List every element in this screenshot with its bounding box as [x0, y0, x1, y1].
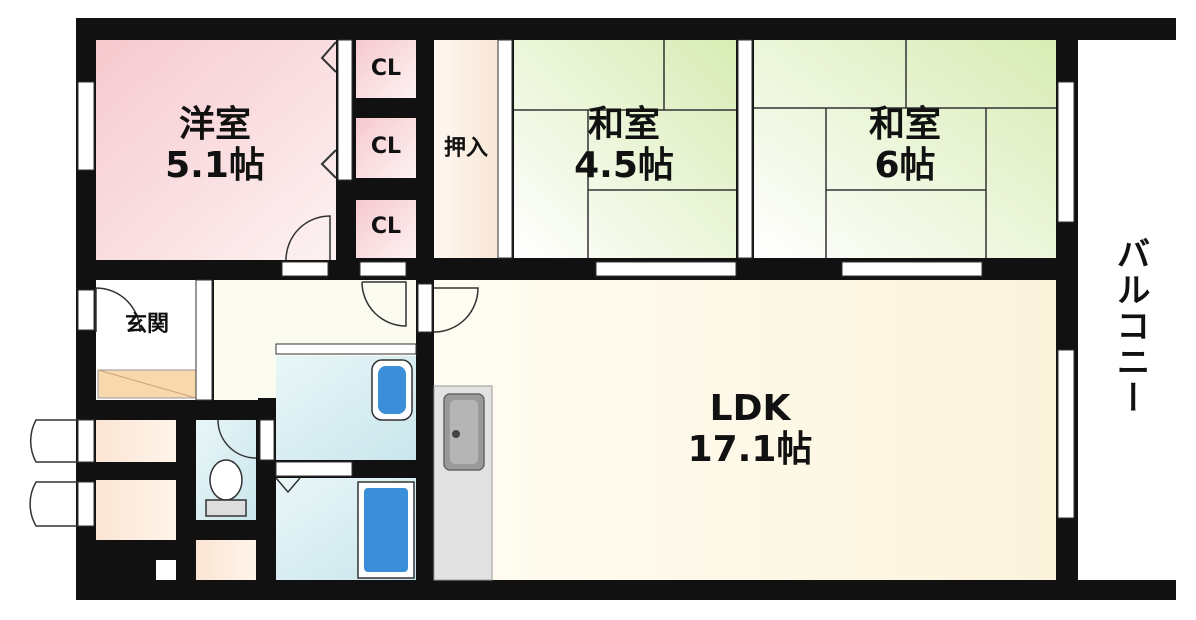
hallway-floor	[214, 398, 258, 400]
washbasin-bowl	[378, 366, 406, 414]
door-swings	[29, 215, 479, 527]
closet-1	[356, 40, 416, 98]
toilet-icon	[209, 459, 243, 501]
tatami-lines-small	[514, 40, 736, 258]
shoe-area-hatch	[97, 369, 197, 399]
western-room-label: 洋室 5.1帖	[140, 104, 290, 187]
entrance-label: 玄関	[124, 312, 169, 337]
closet-door-notch	[320, 41, 337, 73]
bath-door	[275, 461, 353, 477]
japanese-room-small-name: 和室	[587, 104, 660, 145]
closet-3	[356, 200, 416, 258]
storage-1	[96, 420, 176, 462]
japanese-room-small-floor	[514, 40, 736, 258]
faucet-icon	[452, 430, 460, 438]
japanese-room-large-label: 和室 6帖	[830, 104, 980, 187]
ldk-label: LDK 17.1帖	[660, 388, 840, 471]
closet-label-2: CL	[370, 134, 402, 159]
windows	[77, 81, 1075, 527]
ldk-size: 17.1帖	[687, 429, 813, 471]
tatami-lines-large	[754, 40, 1056, 258]
closet-2	[356, 118, 416, 178]
closet-strip	[337, 39, 353, 181]
japanese-room-large-floor	[754, 40, 1056, 258]
oshiire-label: 押入	[443, 136, 488, 161]
japanese-room-small-label: 和室 4.5帖	[544, 104, 704, 187]
storage-3	[196, 540, 256, 580]
balcony-label: バルコニー	[1110, 236, 1150, 416]
western-room-size: 5.1帖	[165, 145, 265, 187]
western-room-floor	[96, 40, 336, 260]
storage-4	[156, 560, 176, 580]
ldk-floor	[434, 280, 1056, 580]
sink-basin	[450, 400, 478, 464]
bathtub-water	[364, 488, 408, 572]
japanese-room-large-name: 和室	[868, 104, 941, 145]
oshiire-door	[497, 39, 513, 259]
closet-label-3: CL	[370, 214, 402, 239]
storage-2	[96, 480, 176, 540]
oshiire-floor	[434, 40, 498, 258]
ldk-name: LDK	[709, 388, 791, 429]
bath-door-notch	[275, 477, 301, 494]
japanese-room-small-size: 4.5帖	[574, 145, 674, 187]
washroom-top-edge	[275, 343, 417, 355]
entrance-wall	[195, 279, 213, 401]
closet-label-1: CL	[370, 56, 402, 81]
western-room-name: 洋室	[178, 104, 251, 145]
closet-door-notch	[320, 149, 337, 179]
toilet-tank	[205, 499, 247, 517]
sliding-door	[737, 39, 753, 259]
japanese-room-large-size: 6帖	[874, 145, 936, 187]
balcony-area	[1078, 40, 1196, 580]
